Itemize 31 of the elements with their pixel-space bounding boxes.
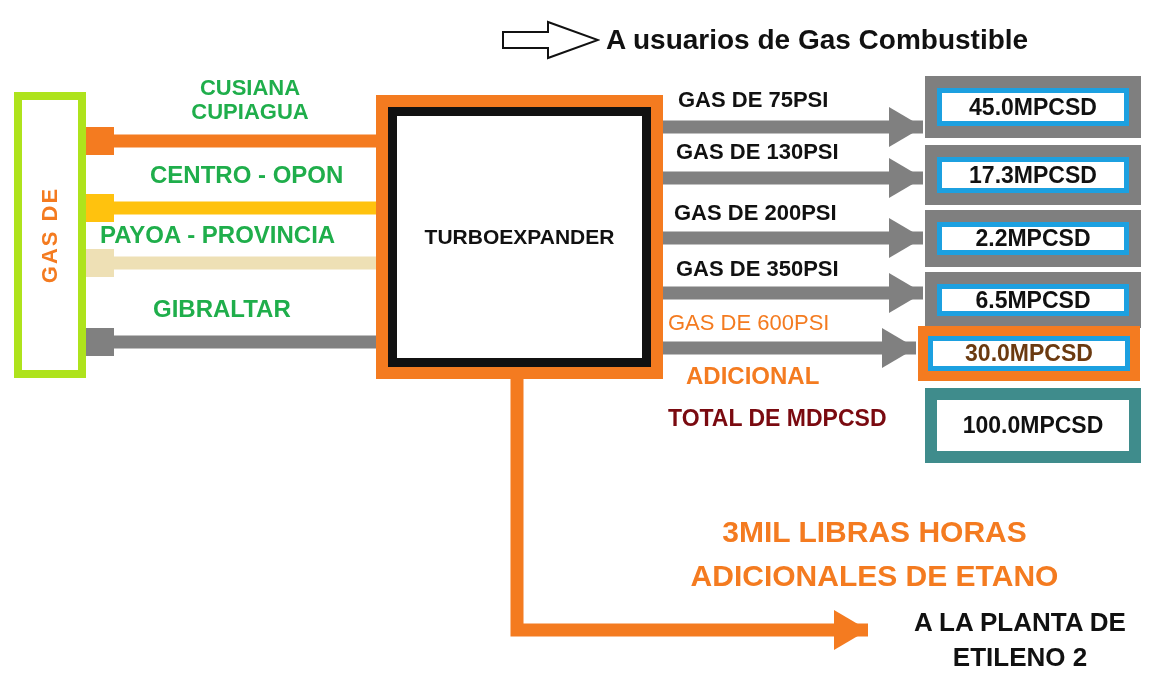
node-label: 17.3MPCSD: [969, 161, 1097, 189]
arrow: [663, 328, 916, 368]
node-label: 2.2MPCSD: [975, 225, 1091, 252]
arrow: [663, 218, 923, 258]
flow-value-box: [925, 210, 1141, 267]
node-label: 6.5MPCSD: [975, 286, 1091, 314]
node-title: GAS DE: [37, 186, 63, 284]
note-text: TOTAL DE MDPCSD: [668, 405, 887, 432]
turboexpander-box: [376, 95, 663, 379]
pipe-line: [86, 328, 376, 356]
flow-value-box: [925, 145, 1141, 205]
source-box: [14, 92, 86, 378]
flow-value-box: [925, 272, 1141, 328]
node-label: 100.0MPCSD: [962, 412, 1104, 439]
arrow: [663, 273, 923, 313]
edge-label: CUSIANA CUPIAGUA: [190, 76, 310, 125]
destination-label: A LA PLANTA DE ETILENO 2: [870, 602, 1170, 677]
node-label: TURBOEXPANDER: [424, 225, 615, 249]
node-label: 30.0MPCSD: [965, 340, 1093, 367]
pipe-line: [86, 194, 376, 222]
arrow: [510, 379, 868, 650]
pipe-line: [86, 249, 376, 277]
node-label: 45.0MPCSD: [969, 93, 1097, 121]
arrow: [663, 158, 923, 198]
pipe-line: [86, 127, 376, 155]
legend-label: A usuarios de Gas Combustible: [606, 24, 1029, 56]
note-text: ADICIONAL: [686, 362, 820, 390]
flow-value-box: [925, 76, 1141, 138]
total-box: [925, 388, 1141, 463]
flow-value-box: [918, 326, 1140, 381]
arrow: [663, 107, 923, 147]
